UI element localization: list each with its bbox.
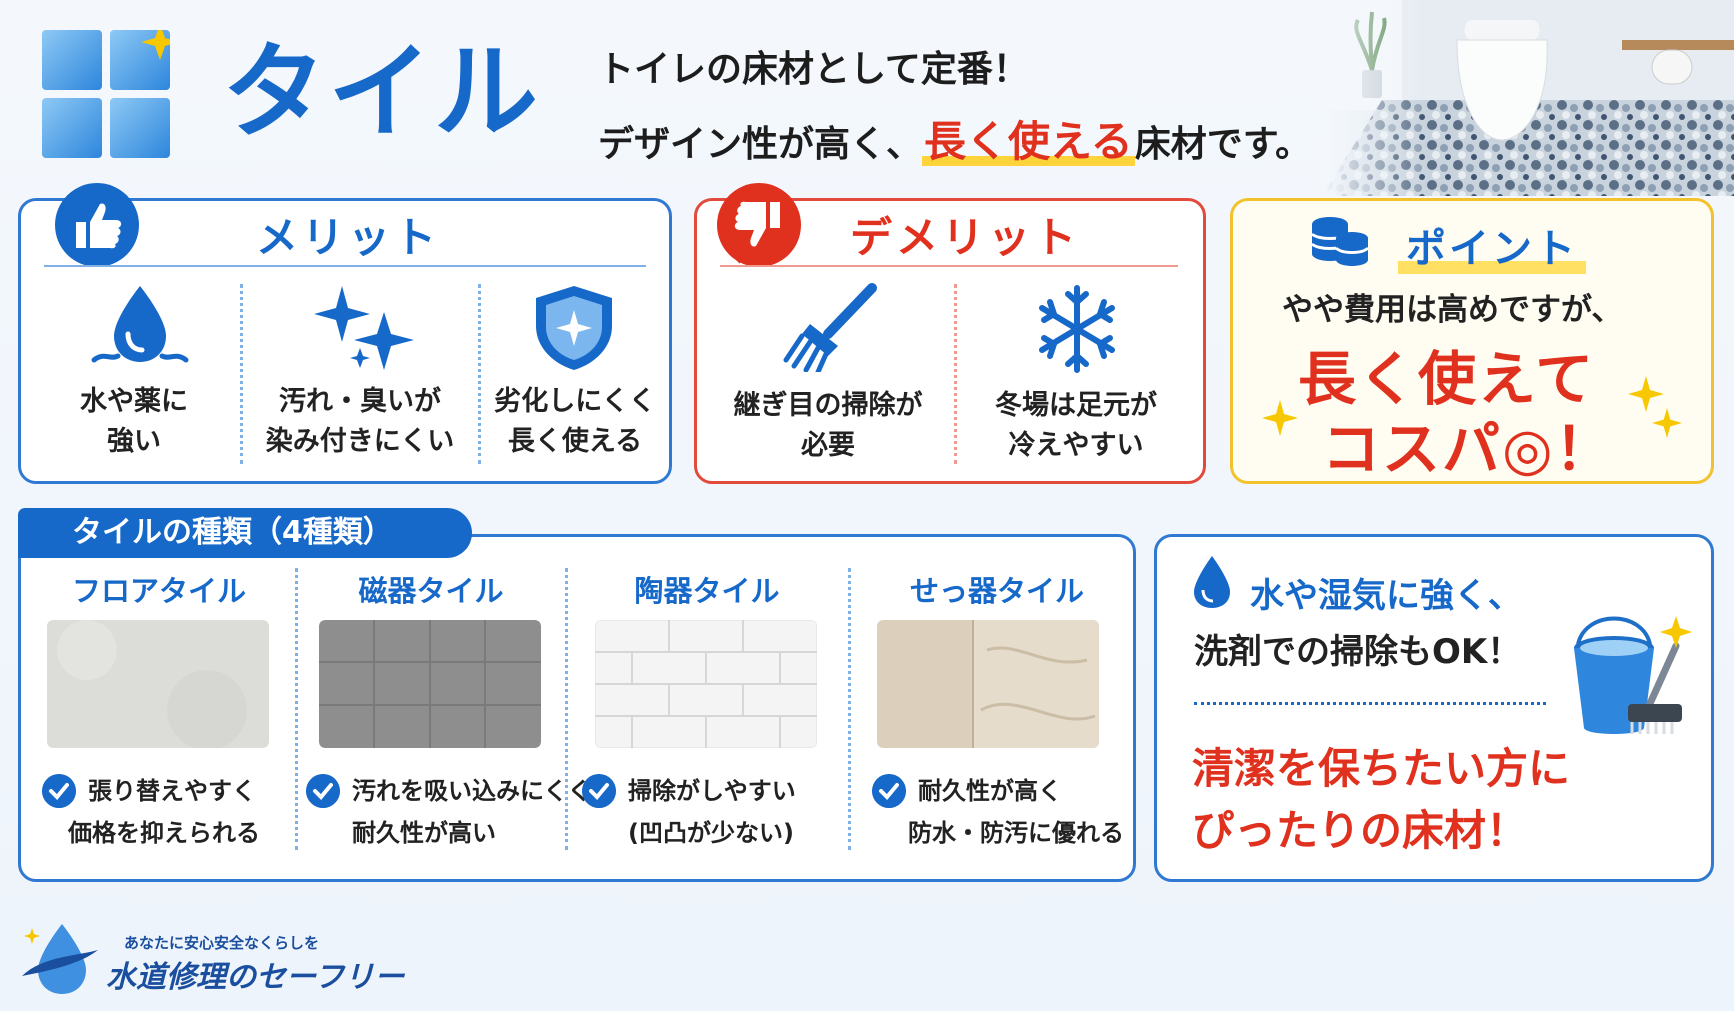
type-desc-stoneware-2: 防水・防汚に優れる — [908, 819, 1124, 847]
clean-line2: 洗剤での掃除もOK！ — [1194, 632, 1522, 672]
merit-item-1-line1: 水や薬に — [80, 386, 188, 417]
type-desc-stoneware-1: 耐久性が高く — [918, 777, 1062, 805]
merit-item-2-line1: 汚れ・臭いが — [279, 386, 441, 417]
demerit-item-2-line2: 冷えやすい — [1008, 430, 1144, 461]
point-text: やや費用は高めですが、 — [1282, 292, 1623, 328]
type-desc-ceramic: 掃除がしやすい (凹凸が少ない) — [628, 770, 796, 854]
thumbs-down-icon — [717, 183, 801, 267]
header-subtitle-line2: デザイン性が高く、長く使える床材です。 — [598, 108, 1311, 169]
porcelain-tile-swatch — [319, 620, 541, 748]
merit-item-3: 劣化しにくく長く使える — [480, 382, 670, 462]
demerit-item-1-line1: 継ぎ目の掃除が — [733, 390, 923, 421]
demerit-item-1: 継ぎ目の掃除が必要 — [712, 386, 944, 466]
sparkle-icon — [1628, 376, 1664, 412]
demerit-item-1-line2: 必要 — [801, 430, 855, 461]
type-desc-porcelain: 汚れを吸い込みにくく耐久性が高い — [352, 770, 592, 854]
brand-name: 水道修理のセーフリー — [106, 960, 405, 995]
sparkle-icon — [314, 286, 414, 370]
coins-icon — [1310, 217, 1370, 266]
merit-divider-2 — [478, 284, 481, 464]
type-desc-floor-2: 価格を抑えられる — [68, 819, 260, 847]
type-desc-ceramic-2: (凹凸が少ない) — [628, 819, 794, 847]
water-drop-icon — [1194, 556, 1230, 608]
stoneware-tile-swatch — [877, 620, 1099, 748]
type-desc-floor-1: 張り替えやすく — [88, 777, 256, 805]
demerit-item-2: 冬場は足元が冷えやすい — [960, 386, 1192, 466]
brush-icon — [783, 283, 877, 372]
point-panel — [1230, 198, 1714, 484]
demerit-title-rule — [720, 265, 1178, 267]
thumbs-up-icon — [55, 183, 139, 267]
type-name-porcelain: 磁器タイル — [358, 574, 504, 608]
check-icon — [872, 774, 906, 808]
merit-item-1-line2: 強い — [107, 426, 161, 457]
header-subtitle-line1: トイレの床材として定番！ — [598, 49, 1029, 90]
types-divider-3 — [848, 568, 851, 850]
clean-divider — [1194, 702, 1546, 705]
merit-title-rule — [44, 265, 646, 267]
clean-line1: 水や湿気に強く、 — [1250, 576, 1522, 616]
ceramic-tile-swatch — [595, 620, 817, 748]
demerit-title: デメリット — [850, 213, 1081, 262]
snowflake-icon — [1039, 285, 1115, 373]
clean-big-1: 清潔を保ちたい方に — [1192, 744, 1571, 793]
check-icon — [42, 774, 76, 808]
type-name-ceramic: 陶器タイル — [634, 574, 780, 608]
toilet-photo — [1322, 0, 1734, 196]
point-title: ポイント — [1398, 216, 1586, 274]
clean-big-2: ぴったりの床材！ — [1192, 806, 1529, 855]
merit-item-1: 水や薬に強い — [34, 382, 234, 462]
shield-icon — [536, 286, 612, 370]
check-icon — [582, 774, 616, 808]
merit-item-3-line2: 長く使える — [507, 426, 643, 457]
tile-types-tab: タイルの種類（4種類） — [18, 508, 472, 558]
types-divider-1 — [295, 568, 298, 850]
type-desc-floor: 張り替えやすく価格を抑えられる — [68, 770, 260, 854]
line2-pre: デザイン性が高く、 — [598, 124, 923, 165]
point-big-2: コスパ◎！ — [1322, 415, 1615, 483]
sparkle-icon — [1652, 408, 1682, 438]
type-desc-porcelain-1: 汚れを吸い込みにくく — [352, 777, 592, 805]
demerit-divider — [954, 284, 957, 464]
type-desc-ceramic-1: 掃除がしやすい — [628, 777, 796, 805]
merit-item-2-line2: 染み付きにくい — [265, 426, 455, 457]
check-icon — [306, 774, 340, 808]
type-desc-stoneware: 耐久性が高く防水・防汚に優れる — [908, 770, 1124, 854]
type-name-stoneware: せっ器タイル — [909, 574, 1084, 608]
merit-title: メリット — [256, 213, 441, 262]
line2-post: 床材です。 — [1134, 124, 1312, 165]
type-name-floor: フロアタイル — [71, 574, 246, 608]
bucket-icon — [1574, 616, 1692, 734]
merit-item-3-line1: 劣化しにくく — [494, 386, 656, 417]
page-title: タイル — [222, 31, 541, 153]
type-desc-porcelain-2: 耐久性が高い — [352, 819, 496, 847]
brand-tagline: あなたに安心安全なくらしを — [124, 934, 320, 952]
merit-divider-1 — [240, 284, 243, 464]
water-drop-icon — [91, 286, 189, 363]
merit-item-2: 汚れ・臭いが染み付きにくい — [244, 382, 476, 462]
floor-tile-swatch — [47, 620, 269, 748]
point-big-1: 長く使えて — [1298, 345, 1596, 413]
tile-logo-icon — [42, 30, 170, 158]
sparkle-icon — [1262, 400, 1298, 436]
line2-highlight: 長く使える — [922, 117, 1135, 166]
brand-logo-icon — [22, 924, 98, 994]
types-divider-2 — [565, 568, 568, 850]
demerit-item-2-line1: 冬場は足元が — [995, 390, 1157, 421]
